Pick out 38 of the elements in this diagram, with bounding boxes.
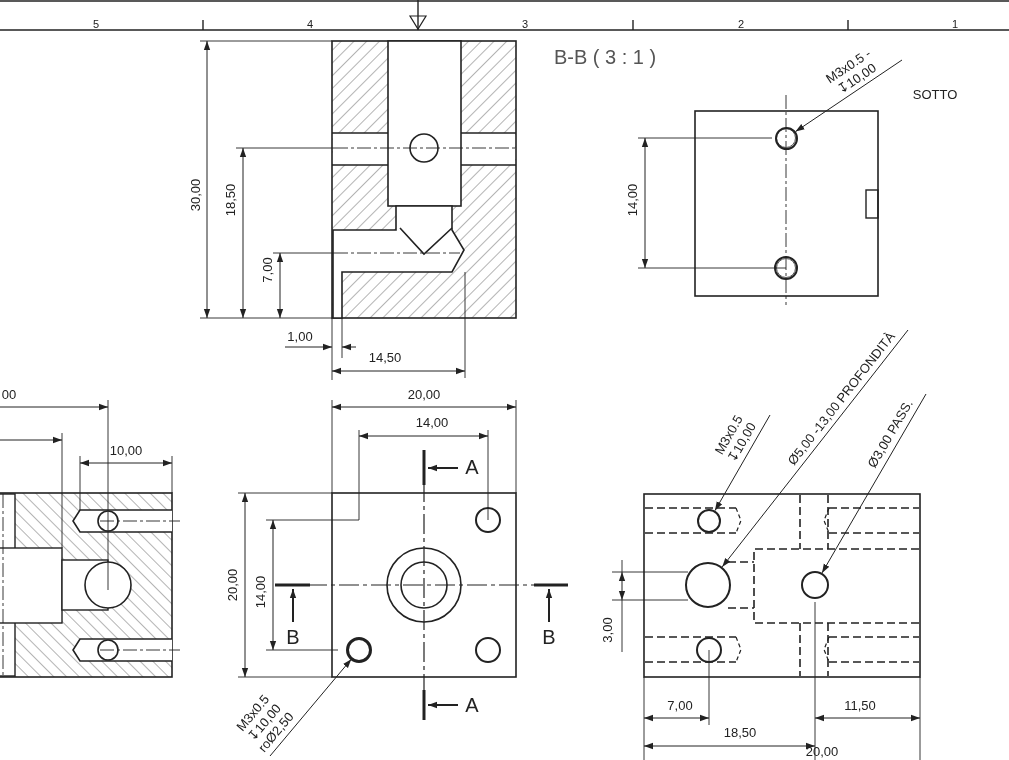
leader-line [821, 393, 927, 574]
dimension-value: 11,50 [844, 698, 876, 714]
section-letter: B [542, 626, 556, 648]
section-letter: B [286, 626, 300, 648]
leader-line [714, 414, 771, 512]
zone-number: 1 [951, 17, 959, 31]
dimension-value: 00 [1, 387, 17, 403]
view-title: B-B ( 3 : 1 ) [553, 46, 657, 68]
dimension-value: 10,00 [109, 443, 143, 459]
leader-line [795, 59, 903, 133]
dimension-value: 18,50 [223, 183, 239, 217]
section-letter: A [465, 456, 479, 478]
hole [774, 126, 798, 150]
dimension-value: 7,00 [667, 698, 693, 714]
dimension-value: 3,00 [600, 617, 616, 643]
dimension-value: 30,00 [188, 178, 204, 212]
hole [801, 571, 829, 599]
hole [685, 562, 731, 608]
zone-number: 3 [521, 17, 529, 31]
dimension-value: 20,00 [225, 568, 241, 602]
dimension-value: 20,00 [407, 387, 441, 403]
zone-number: 4 [306, 17, 314, 31]
zone-number: 5 [92, 17, 100, 31]
dimension-value: 7,00 [260, 257, 276, 283]
leader-line [269, 658, 352, 757]
dimension-value: 14,00 [253, 575, 269, 609]
dimension-value: 14,00 [415, 415, 449, 431]
dimension-value: 1,00 [287, 329, 313, 345]
dimension-value: 14,50 [368, 350, 402, 366]
view-note: SOTTO [912, 87, 958, 103]
section-letter: A [465, 694, 479, 716]
hole [697, 509, 721, 533]
leader-line [721, 329, 909, 568]
dimension-value: 18,50 [723, 725, 757, 741]
zone-number: 2 [737, 17, 745, 31]
dimension-value: 20,00 [805, 744, 839, 760]
hole [347, 638, 371, 662]
dimension-value: 14,00 [625, 183, 641, 217]
